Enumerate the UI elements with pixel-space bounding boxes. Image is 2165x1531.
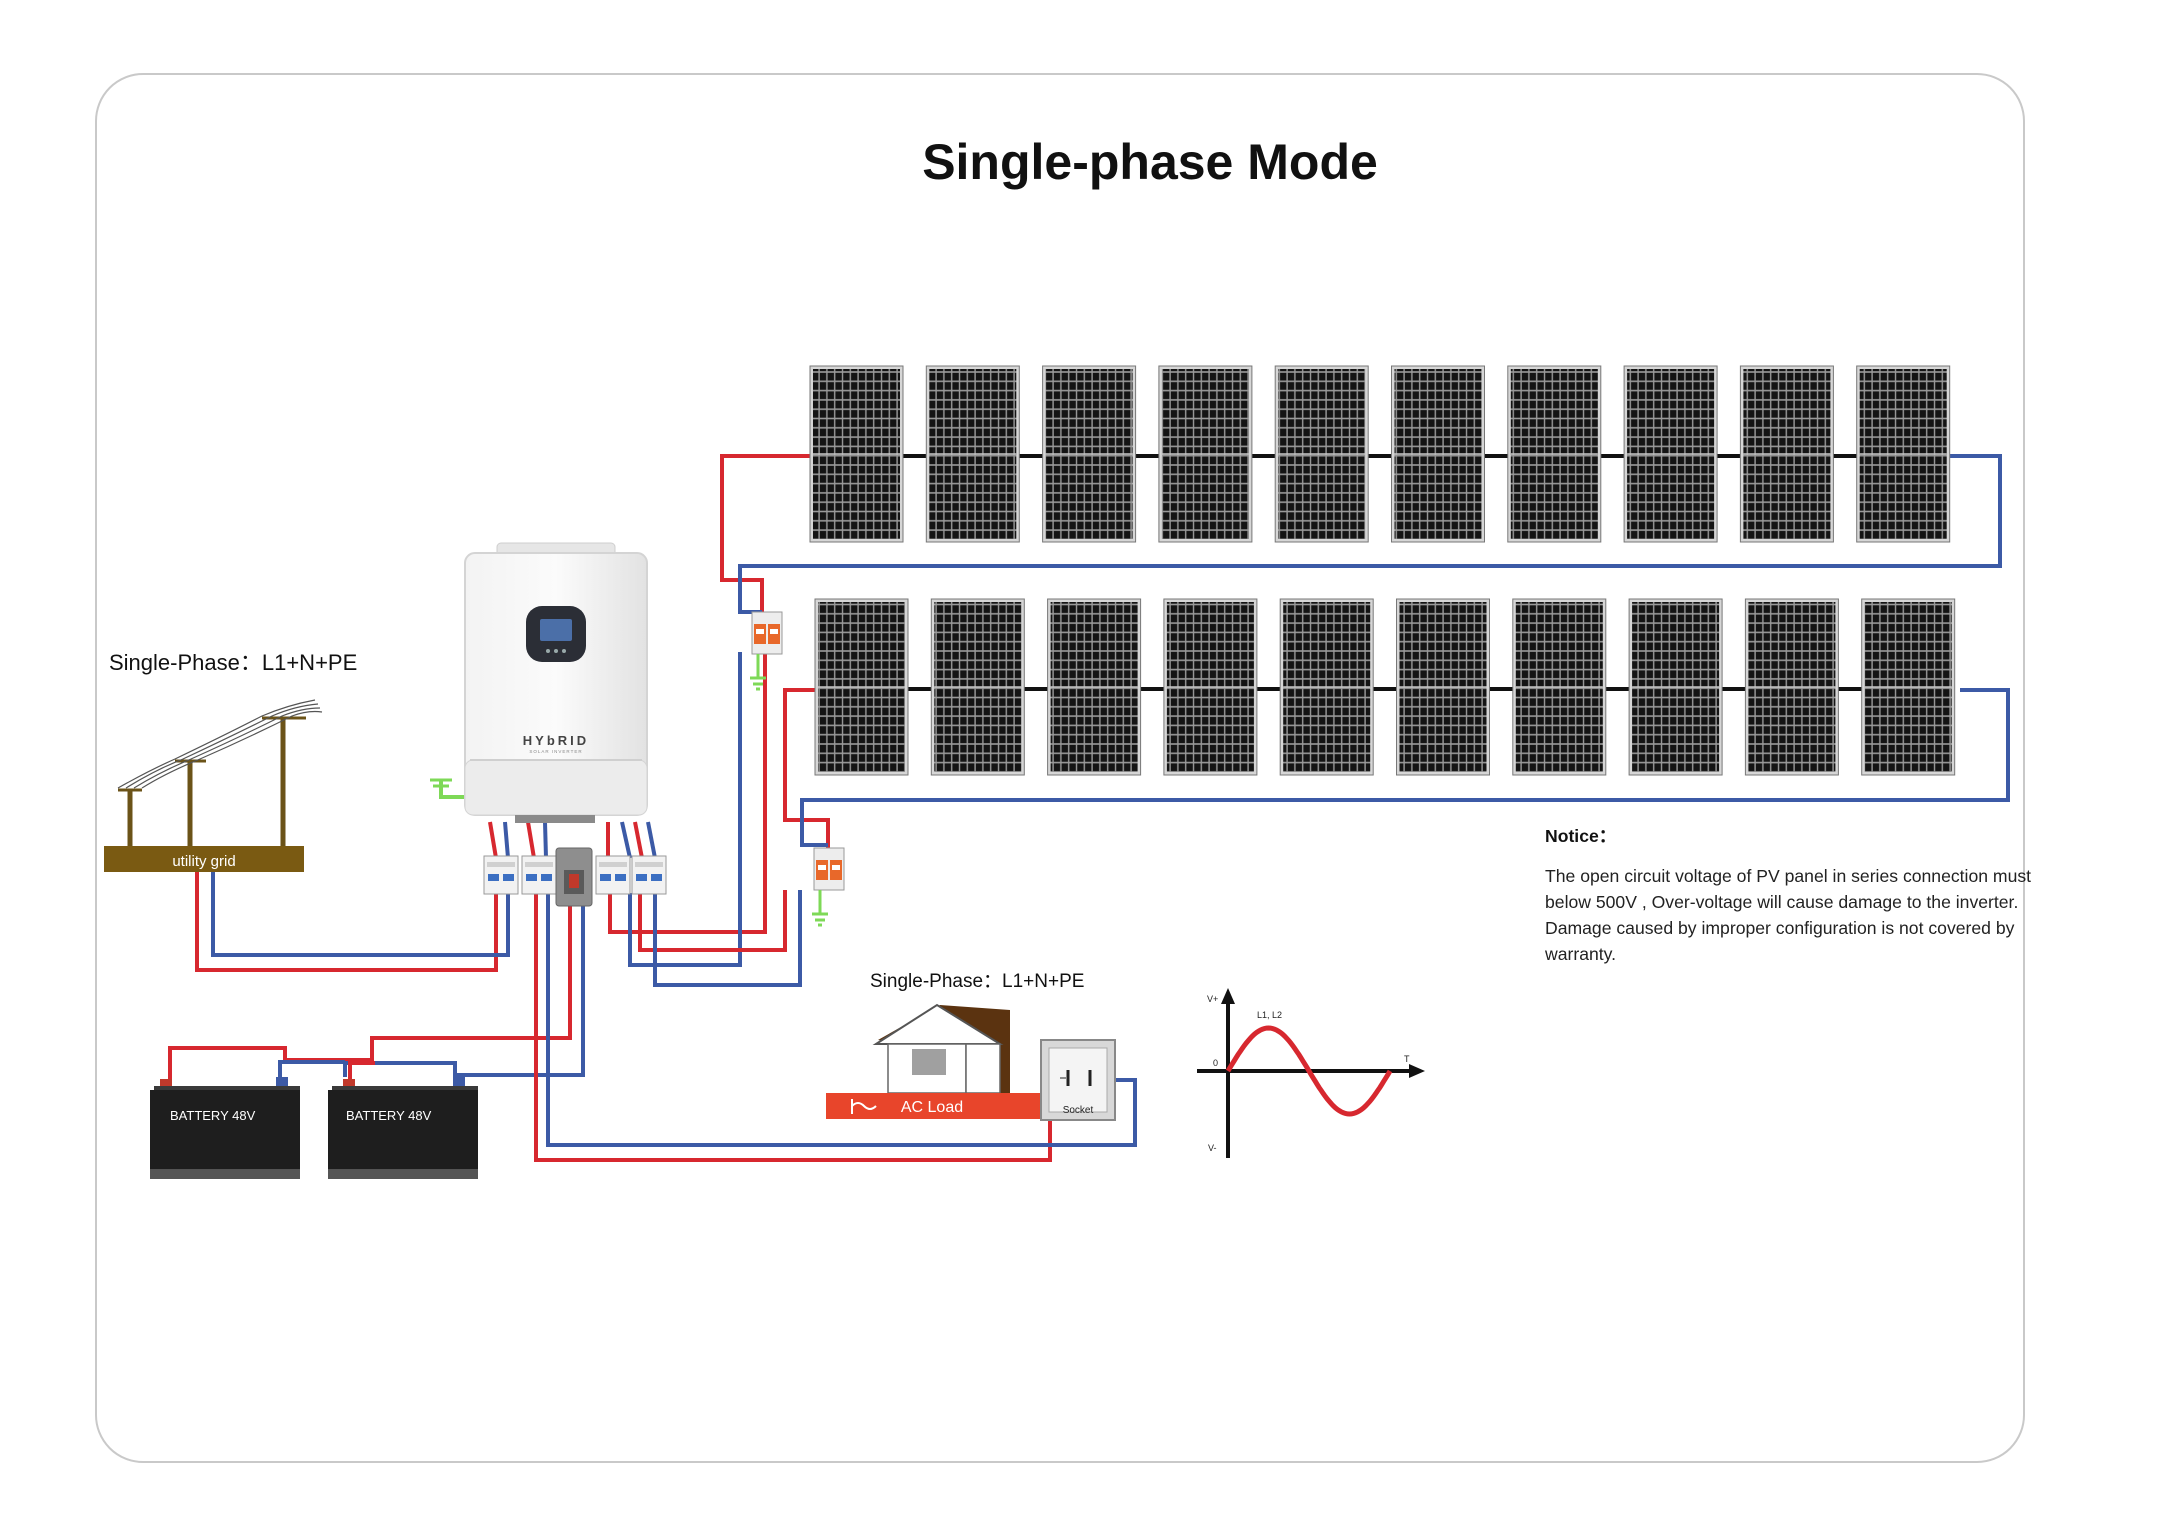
- battery-negative-wire: [343, 893, 585, 1077]
- load-breaker: [521, 855, 557, 895]
- inverter-ground-wire: [439, 780, 465, 799]
- inverter-to-grid-breaker-red: [488, 821, 498, 859]
- inverter-to-pv2-breaker-red: [633, 821, 644, 859]
- waveform-v-minus-label: V-: [1208, 1143, 1217, 1153]
- diagram-frame: [95, 73, 2025, 1463]
- solar-panel: [1507, 365, 1602, 543]
- solar-panel: [1396, 598, 1490, 776]
- pv-breaker-1: [595, 855, 631, 895]
- hybrid-inverter: [464, 542, 648, 823]
- pv2-positive-to-inverter: [638, 890, 787, 952]
- solar-panel: [1158, 365, 1253, 543]
- surge-protector-2: [812, 847, 845, 927]
- ac-load-label: AC Load: [901, 1099, 963, 1116]
- inverter-to-pv2-breaker-blue: [646, 821, 657, 859]
- string-1-positive-wire: [720, 454, 810, 625]
- ac-load-house: [872, 1003, 1010, 1094]
- string-1-negative-wire: [738, 454, 2002, 614]
- grid-breaker: [483, 855, 519, 895]
- solar-panel: [1861, 598, 1956, 776]
- battery-2: [328, 1077, 478, 1179]
- solar-panel: [1274, 365, 1369, 543]
- solar-panel: [1163, 598, 1258, 776]
- solar-panel: [1042, 365, 1137, 543]
- solar-panel: [1744, 598, 1839, 776]
- utility-grid: [104, 699, 323, 872]
- solar-panel: [1512, 598, 1607, 776]
- utility-grid-label: utility grid: [172, 853, 235, 870]
- diagram-title: Single-phase Mode: [922, 134, 1378, 190]
- grid-phase-label: Single-Phase：L1+N+PE: [109, 650, 358, 675]
- solar-panel: [809, 365, 904, 543]
- sine-waveform: [1197, 988, 1425, 1158]
- waveform-series-label: L1, L2: [1257, 1010, 1282, 1020]
- grid-live-wire: [195, 864, 498, 972]
- inverter-to-pv-breaker-blue: [620, 821, 632, 859]
- solar-panel: [1047, 598, 1142, 776]
- inverter-to-load-breaker-red: [526, 821, 536, 859]
- pv-breaker-2: [631, 855, 667, 895]
- battery-1-label: BATTERY 48V: [170, 1108, 256, 1123]
- socket: [1040, 1039, 1116, 1121]
- pv1-negative-to-inverter: [628, 652, 742, 967]
- notice-text: The open circuit voltage of PV panel in …: [1545, 866, 2032, 964]
- inverter-to-grid-breaker-blue: [503, 821, 510, 859]
- solar-panel: [925, 365, 1020, 543]
- grid-neutral-wire: [211, 864, 510, 957]
- notice-box: Notice： The open circuit voltage of PV p…: [1545, 823, 2050, 967]
- waveform-zero-label: 0: [1213, 1058, 1218, 1068]
- string-2-positive-wire: [783, 688, 830, 862]
- inverter-sub-label: SOLAR INVERTER: [529, 749, 582, 754]
- solar-panel: [1628, 598, 1723, 776]
- ac-load-bar: [826, 1093, 1040, 1119]
- breaker-bank: [483, 855, 667, 895]
- solar-panel: [1279, 598, 1374, 776]
- solar-panel: [1739, 365, 1834, 543]
- solar-panel: [1623, 365, 1718, 543]
- inverter-ground-icon: [430, 778, 452, 790]
- solar-panel: [1856, 365, 1951, 543]
- inverter-brand-label: HYbRID: [523, 733, 589, 748]
- solar-array: [809, 365, 1956, 776]
- solar-panel: [930, 598, 1025, 776]
- wires: [168, 454, 2010, 1162]
- inverter-to-load-breaker-blue: [543, 821, 548, 859]
- socket-label: Socket: [1063, 1105, 1094, 1116]
- battery-link-negative: [278, 1060, 345, 1077]
- battery-2-label: BATTERY 48V: [346, 1108, 432, 1123]
- battery-1: [150, 1077, 300, 1179]
- waveform-v-plus-label: V+: [1207, 994, 1218, 1004]
- solar-panel: [814, 598, 909, 776]
- load-neutral-wire: [546, 893, 1137, 1147]
- solar-panel: [1391, 365, 1485, 543]
- string-2-negative-wire: [800, 688, 2010, 847]
- load-phase-label: Single-Phase：L1+N+PE: [870, 971, 1085, 992]
- surge-protector-1: [750, 611, 783, 691]
- battery-isolator-switch: [555, 847, 593, 907]
- waveform-t-label: T: [1404, 1054, 1410, 1064]
- battery-link-positive: [348, 1061, 375, 1083]
- pv2-negative-to-inverter: [653, 890, 802, 987]
- pv1-positive-to-inverter: [608, 652, 767, 934]
- notice-title: Notice：: [1545, 826, 1617, 846]
